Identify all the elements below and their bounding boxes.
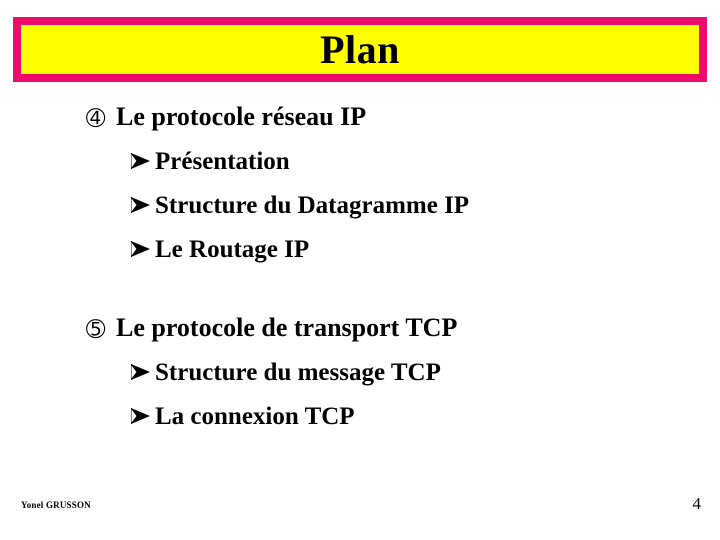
footer-author: Yonel GRUSSON: [21, 500, 91, 510]
arrowhead-right-icon: [131, 350, 155, 380]
outline-item-label: Le Routage IP: [155, 236, 310, 263]
outline-item: Présentation: [0, 139, 720, 183]
title-box: Plan: [13, 17, 707, 82]
filled-circle-number-3-icon: ➃: [86, 106, 106, 132]
slide-body: ➃ Le protocole réseau IP Présentation: [0, 96, 720, 438]
arrowhead-right-icon: [131, 227, 155, 257]
outline-item-label: Structure du message TCP: [155, 359, 441, 386]
outline-heading: ➃ Le protocole réseau IP: [0, 96, 720, 139]
outline-heading-label: Le protocole réseau IP: [116, 102, 367, 131]
outline-item: Le Routage IP: [0, 227, 720, 271]
filled-circle-number-4-icon: ➄: [86, 317, 106, 343]
outline-group: ➄ Le protocole de transport TCP Structur…: [0, 307, 720, 438]
outline-item: Structure du Datagramme IP: [0, 183, 720, 227]
footer-page-number: 4: [692, 494, 702, 513]
outline-item-label: La connexion TCP: [155, 403, 355, 430]
outline-heading: ➄ Le protocole de transport TCP: [0, 307, 720, 350]
outline-item-label: Présentation: [155, 148, 290, 175]
page-title: Plan: [320, 26, 400, 72]
outline-heading-label: Le protocole de transport TCP: [116, 313, 458, 342]
arrowhead-right-icon: [131, 139, 155, 169]
arrowhead-right-icon: [131, 183, 155, 213]
outline-item-label: Structure du Datagramme IP: [155, 192, 470, 219]
outline-item: Structure du message TCP: [0, 350, 720, 394]
outline-item: La connexion TCP: [0, 394, 720, 438]
arrowhead-right-icon: [131, 394, 155, 424]
outline-group: ➃ Le protocole réseau IP Présentation: [0, 96, 720, 271]
